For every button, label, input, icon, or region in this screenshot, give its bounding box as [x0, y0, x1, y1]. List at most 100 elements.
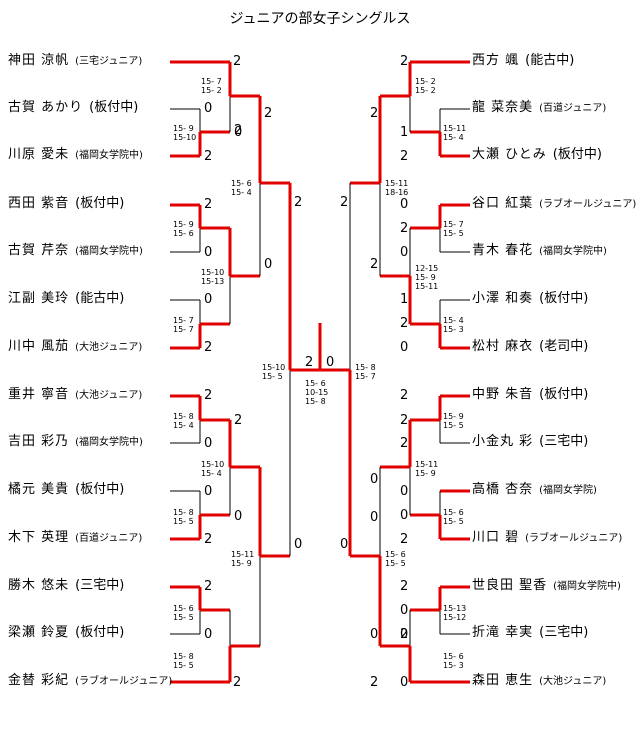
match-score: 15- 7 15- 7	[173, 316, 194, 334]
match-score: 15- 2 15- 2	[415, 77, 436, 95]
player-team: (大池ジュニア)	[539, 676, 607, 687]
left-player-entry: 古賀 芹奈(福岡女学院中)	[8, 243, 143, 260]
player-team: (老司中)	[539, 339, 589, 354]
player-team: (三宅ジュニア)	[75, 56, 143, 67]
match-result: 2	[340, 195, 349, 210]
left-player-entry: 木下 英理(百道ジュニア)	[8, 530, 142, 547]
match-result: 2	[234, 413, 243, 428]
match-result: 2	[400, 627, 409, 642]
match-score: 15- 6 15- 5	[173, 604, 194, 622]
player-name: 青木 春花	[472, 243, 534, 258]
player-team: (板付中)	[552, 147, 602, 162]
match-result: 0	[400, 245, 409, 260]
right-player-entry: 川口 碧 (ラブオールジュニア)	[472, 530, 622, 547]
match-result: 2	[400, 579, 409, 594]
match-score: 15- 8 15- 5	[173, 508, 194, 526]
match-result: 0	[204, 627, 213, 642]
left-player-entry: 江副 美玲(能古中)	[8, 291, 124, 307]
left-player-entry: 吉田 彩乃(福岡女学院中)	[8, 434, 143, 451]
right-player-entry: 青木 春花(福岡女学院中)	[472, 243, 607, 260]
player-team: (百道ジュニア)	[539, 103, 607, 114]
match-score: 15-10 15- 4	[201, 460, 225, 478]
left-player-entry: 西田 紫音(板付中)	[8, 196, 124, 212]
player-team: (福岡女学院中)	[75, 150, 143, 161]
match-result: 0	[264, 257, 273, 272]
match-score: 15- 9 15- 5	[443, 412, 464, 430]
match-result: 2	[400, 436, 409, 451]
right-player-entry: 世良田 聖香(福岡女学院中)	[472, 578, 621, 595]
player-name: 重井 寧音	[8, 387, 70, 402]
match-result: 0	[340, 537, 349, 552]
match-result: 2	[204, 388, 213, 403]
left-player-entry: 橘元 美貴 (板付中)	[8, 482, 124, 498]
match-result: 2	[400, 388, 409, 403]
match-result: 0	[370, 627, 379, 642]
bracket-title: ジュニアの部女子シングルス	[229, 11, 411, 27]
match-result: 0	[400, 484, 409, 499]
left-player-entry: 梁瀬 鈴夏(板付中)	[8, 625, 124, 641]
right-player-entry: 小金丸 彩(三宅中)	[472, 434, 588, 450]
player-name: 松村 麻衣	[472, 339, 534, 354]
right-player-entry: 小澤 和奏(板付中)	[472, 291, 588, 307]
match-result: 2	[305, 355, 314, 370]
match-score: 15- 6 15- 3	[443, 652, 464, 670]
match-score: 12-15 15- 9 15-11	[415, 264, 439, 291]
match-score: 15- 7 15- 2	[201, 77, 222, 95]
player-name: 西田 紫音	[8, 196, 70, 211]
player-name: 川原 愛未	[8, 147, 70, 162]
match-result: 2	[400, 221, 409, 236]
player-name: 古賀 あかり	[8, 100, 84, 115]
right-player-entry: 高橋 杏奈(福岡女学院)	[472, 482, 597, 499]
player-name: 吉田 彩乃	[8, 434, 70, 449]
right-player-entry: 折滝 幸実(三宅中)	[472, 625, 588, 641]
match-result: 0	[234, 125, 243, 140]
left-player-entry: 川原 愛未 (福岡女学院中)	[8, 147, 143, 164]
left-player-entry: 神田 涼帆(三宅ジュニア)	[8, 53, 142, 70]
right-player-entry: 西方 颯(能古中)	[472, 53, 574, 69]
match-result: 0	[294, 537, 303, 552]
match-result: 2	[370, 257, 379, 272]
player-team: (能古中)	[525, 53, 575, 68]
player-team: (板付中)	[75, 482, 125, 497]
match-result: 2	[400, 54, 409, 69]
player-name: 森田 恵生	[472, 673, 534, 688]
match-result: 2	[234, 123, 243, 138]
match-result: 2	[400, 316, 409, 331]
player-team: (能古中)	[75, 291, 125, 306]
player-team: (大池ジュニア)	[75, 390, 143, 401]
match-score: 15-10 15- 5	[262, 363, 286, 381]
player-name: 世良田 聖香	[472, 578, 548, 593]
match-result: 0	[400, 627, 409, 642]
player-name: 橘元 美貴	[8, 482, 70, 497]
match-result: 2	[233, 675, 242, 690]
left-player-entry: 古賀 あかり(板付中)	[8, 100, 138, 116]
match-score: 15- 6 10-15 15- 8	[305, 379, 329, 406]
player-name: 川口 碧	[472, 530, 520, 545]
player-team: (三宅中)	[539, 434, 589, 449]
match-score: 15-11 18-16	[385, 179, 409, 197]
left-player-entry: 川中 風茄 (大池ジュニア)	[8, 339, 142, 356]
match-result: 2	[264, 106, 273, 121]
player-team: (ラブオールジュニア)	[75, 676, 173, 687]
match-result: 2	[370, 675, 379, 690]
match-score: 15- 9 15- 6	[173, 220, 194, 238]
player-name: 谷口 紅葉	[472, 196, 534, 211]
match-result: 2	[400, 532, 409, 547]
player-name: 龍 菜奈美	[472, 100, 534, 115]
player-team: (板付中)	[539, 291, 589, 306]
player-team: (大池ジュニア)	[75, 342, 143, 353]
player-team: (ラブオールジュニア)	[525, 533, 623, 544]
player-name: 川中 風茄	[8, 339, 70, 354]
match-result: 2	[204, 197, 213, 212]
match-result: 0	[400, 340, 409, 355]
right-player-entry: 龍 菜奈美 (百道ジュニア)	[472, 100, 606, 117]
right-player-entry: 中野 朱音(板付中)	[472, 387, 588, 403]
right-player-entry: 松村 麻衣 (老司中)	[472, 339, 588, 355]
player-team: (板付中)	[75, 625, 125, 640]
match-result: 2	[294, 195, 303, 210]
match-result: 0	[370, 472, 379, 487]
match-result: 0	[204, 245, 213, 260]
match-result: 0	[204, 484, 213, 499]
player-team: (ラブオールジュニア)	[539, 199, 637, 210]
